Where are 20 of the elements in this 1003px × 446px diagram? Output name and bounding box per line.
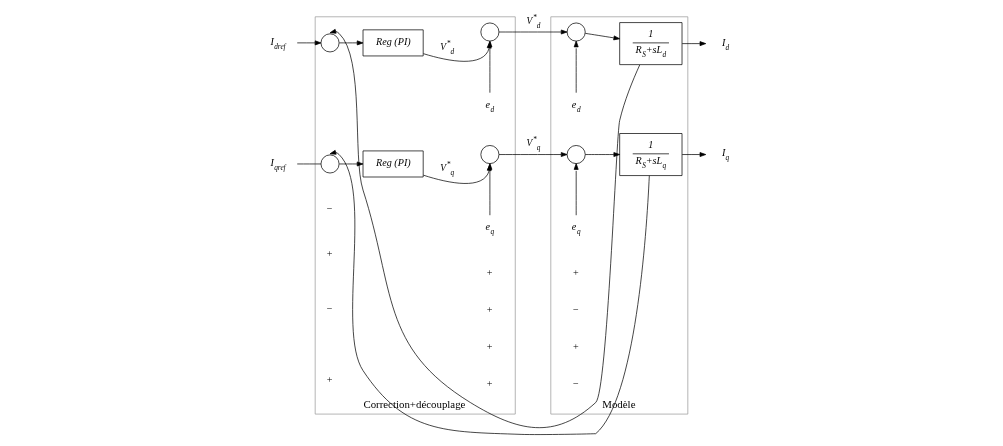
label: −	[572, 304, 579, 316]
label: +	[572, 341, 579, 353]
node-text: e$_{q}$	[571, 221, 581, 237]
label: −	[326, 302, 333, 314]
label: −	[326, 202, 333, 214]
node-text: I$_{dref}$	[270, 35, 286, 51]
label: +	[486, 341, 493, 353]
node-text: e$_{d}$	[571, 98, 581, 114]
node-text: I$_{qref}$	[270, 156, 286, 172]
label: +	[572, 267, 579, 279]
node-text: e$_{q}$	[485, 221, 495, 237]
node-text: e$_{d}$	[485, 98, 495, 114]
node-text: I$_{q}$	[721, 147, 730, 163]
node-text: I$_{d}$	[721, 36, 730, 52]
label: +	[486, 267, 493, 279]
label: +	[486, 304, 493, 316]
label: +	[326, 248, 333, 260]
label: −	[572, 378, 579, 390]
label: +	[326, 373, 333, 385]
label: +	[486, 378, 493, 390]
